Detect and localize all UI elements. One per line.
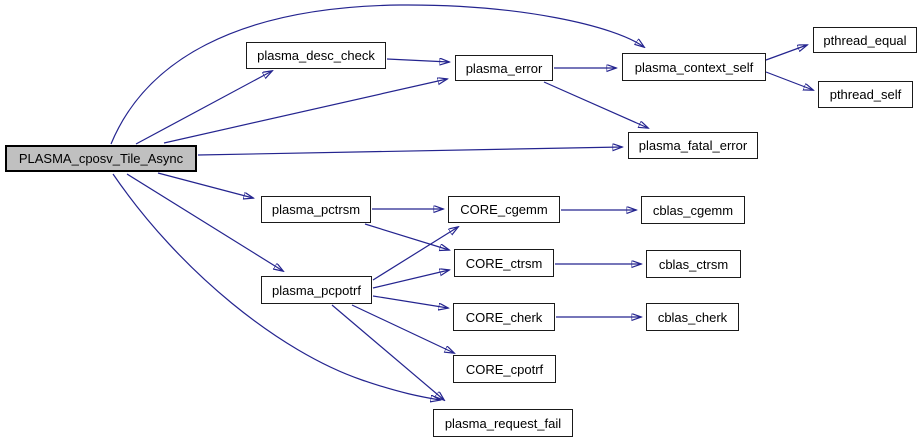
edge-plasma-pcpotrf-to-core-cherk [372,295,448,308]
node-pthread-self[interactable]: pthread_self [818,81,913,108]
node-plasma-pctrsm[interactable]: plasma_pctrsm [261,196,371,223]
node-cblas-cgemm[interactable]: cblas_cgemm [641,196,745,224]
node-plasma-fatal-error[interactable]: plasma_fatal_error [628,132,758,159]
edge-plasma-pcpotrf-to-core-ctrsm [372,270,449,289]
node-plasma-context-self[interactable]: plasma_context_self [622,53,766,81]
edge-main-to-plasma-fatal-error [197,147,622,156]
edge-main-to-plasma-pcpotrf [126,173,283,271]
edge-plasma-context-self-to-pthread-self [765,71,813,90]
edge-plasma-pcpotrf-to-core-cpotrf [351,304,454,353]
edge-main-to-plasma-request-fail [112,173,440,400]
node-plasma-pcpotrf[interactable]: plasma_pcpotrf [261,276,372,304]
node-cblas-ctrsm[interactable]: cblas_ctrsm [646,250,741,278]
edge-main-to-plasma-context-self [110,4,644,145]
edge-main-to-plasma-error [163,79,447,144]
edge-plasma-pctrsm-to-core-ctrsm [364,223,449,250]
edge-main-to-plasma-desc-check [135,71,272,145]
node-plasma-request-fail[interactable]: plasma_request_fail [433,409,573,437]
edge-plasma-desc-check-to-plasma-error [386,59,449,62]
node-plasma-error[interactable]: plasma_error [455,55,553,81]
node-core-cpotrf[interactable]: CORE_cpotrf [453,355,556,383]
node-plasma-cposv-tile-async: PLASMA_cposv_Tile_Async [5,145,197,172]
node-core-ctrsm[interactable]: CORE_ctrsm [454,249,554,277]
edge-main-to-plasma-pctrsm [157,172,253,198]
node-cblas-cherk[interactable]: cblas_cherk [646,303,739,331]
node-core-cgemm[interactable]: CORE_cgemm [448,196,560,223]
node-plasma-desc-check[interactable]: plasma_desc_check [246,42,386,69]
node-core-cherk[interactable]: CORE_cherk [453,303,555,331]
edge-plasma-error-to-plasma-fatal-error [543,81,648,128]
edge-plasma-pcpotrf-to-plasma-request-fail [331,304,444,400]
edge-plasma-context-self-to-pthread-equal [765,45,807,61]
node-pthread-equal[interactable]: pthread_equal [813,27,917,53]
edge-plasma-pcpotrf-to-core-cgemm [372,227,458,281]
